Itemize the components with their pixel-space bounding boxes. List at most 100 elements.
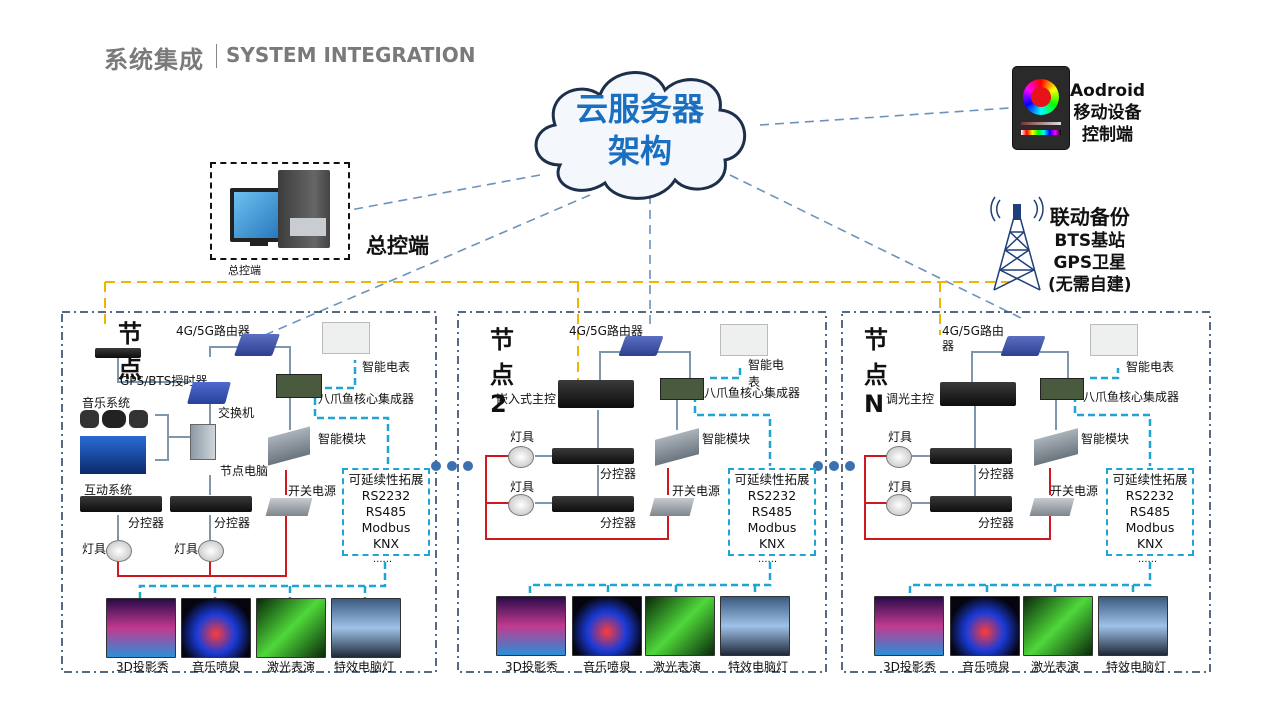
tablet-icon <box>1012 66 1070 150</box>
psu-icon <box>649 498 695 516</box>
main-controller-label: 嵌入式主控 <box>496 392 557 406</box>
sub-controller-label: 分控器 <box>978 467 1015 481</box>
show-label: 音乐喷泉 <box>192 660 241 674</box>
show-label: 激光表演 <box>267 660 316 674</box>
sub-controller-icon <box>170 496 252 512</box>
gps-timer-icon <box>95 348 141 358</box>
page-title-cn: 系统集成 <box>104 46 204 74</box>
show-thumbnail-fountain <box>950 596 1020 656</box>
ext-protocol: RS485 <box>751 504 793 519</box>
lamp-icon <box>106 540 132 562</box>
switch-icon <box>187 382 231 404</box>
ext-protocol: RS485 <box>365 504 407 519</box>
speakers-icon <box>80 410 148 428</box>
ext-ellipsis: ...... <box>758 554 778 565</box>
lamp-label: 灯具 <box>82 542 107 556</box>
lamp-icon <box>198 540 224 562</box>
cloud-label: 云服务器 架构 <box>540 88 740 172</box>
show-label: 音乐喷泉 <box>583 660 632 674</box>
lamp-icon <box>508 494 534 516</box>
router-icon <box>233 334 281 356</box>
smart-module-label: 智能模块 <box>702 432 751 446</box>
show-thumbnail-fountain <box>181 598 251 658</box>
node-title: 节点 <box>118 320 142 383</box>
ext-ellipsis: ...... <box>1138 554 1158 565</box>
main-controller-label: 调光主控 <box>886 392 935 406</box>
protocol-extension-box: 可延续性拓展 RS2232 RS485 Modbus KNX <box>342 468 430 556</box>
smart-module-label: 智能模块 <box>318 432 367 446</box>
show-label: 3D投影秀 <box>505 660 558 674</box>
node-pc-icon <box>190 424 216 460</box>
main-controller-icon <box>558 380 634 408</box>
psu-icon <box>265 498 313 516</box>
cloud-label-line1: 云服务器 <box>575 90 704 128</box>
show-thumbnail-beam <box>720 596 790 656</box>
show-thumbnail-laser <box>1023 596 1093 656</box>
backup-label: 联动备份 BTS基站 GPS卫星 (无需自建) <box>1048 204 1132 296</box>
mobile-label-line2: 移动设备 <box>1073 103 1142 123</box>
lamp-label: 灯具 <box>888 480 913 494</box>
show-thumbnail-projection <box>874 596 944 656</box>
core-hub-icon <box>1040 378 1084 400</box>
show-thumbnail-fountain <box>572 596 642 656</box>
master-label: 总控端 <box>366 234 429 258</box>
router-icon <box>618 336 664 356</box>
psu-label: 开关电源 <box>1050 484 1099 498</box>
node-pc-label: 节点电脑 <box>220 464 269 478</box>
main-controller-icon <box>940 382 1016 406</box>
ext-protocol: KNX <box>1136 536 1164 551</box>
show-label: 特效电脑灯 <box>334 660 395 674</box>
show-label: 音乐喷泉 <box>962 660 1011 674</box>
protocol-extension-box: 可延续性拓展 RS2232 RS485 Modbus KNX <box>1106 468 1194 556</box>
router-label: 4G/5G路由器 <box>942 324 1004 353</box>
smart-meter-icon <box>1090 324 1138 356</box>
show-thumbnail-projection <box>496 596 566 656</box>
mobile-label-line3: 控制端 <box>1082 125 1134 145</box>
show-label: 激光表演 <box>653 660 702 674</box>
cloud-icon <box>534 71 747 200</box>
title-divider <box>216 44 217 68</box>
lamp-label: 灯具 <box>174 542 199 556</box>
smart-meter-icon <box>322 322 370 354</box>
interactive-system-label: 互动系统 <box>84 483 133 497</box>
ext-ellipsis: ...... <box>373 554 393 565</box>
ext-protocol: RS2232 <box>1125 488 1175 503</box>
sub-controller-icon <box>930 496 1012 512</box>
show-label: 特效电脑灯 <box>728 660 789 674</box>
monitor-stand <box>250 238 268 246</box>
lamp-icon <box>886 494 912 516</box>
sub-controller-label: 分控器 <box>214 516 251 530</box>
smart-meter-label: 智能电表 <box>1126 360 1175 374</box>
show-thumbnail-laser <box>256 598 326 658</box>
router-label: 4G/5G路由器 <box>176 324 250 338</box>
ext-protocol: RS485 <box>1129 504 1171 519</box>
ext-title: 可延续性拓展 <box>348 472 424 487</box>
psu-label: 开关电源 <box>288 484 337 498</box>
node-title: 节点2 <box>490 326 514 418</box>
backup-label-line1: 联动备份 <box>1049 205 1130 229</box>
lamp-label: 灯具 <box>510 480 535 494</box>
show-label: 激光表演 <box>1031 660 1080 674</box>
sub-controller-icon <box>552 448 634 464</box>
ext-title: 可延续性拓展 <box>1112 472 1188 487</box>
lamp-icon <box>508 446 534 468</box>
psu-label: 开关电源 <box>672 484 721 498</box>
ext-protocol: KNX <box>758 536 786 551</box>
core-hub-label: 八爪鱼核心集成器 <box>1083 390 1180 404</box>
sub-controller-label: 分控器 <box>600 467 637 481</box>
core-hub-icon <box>276 374 322 398</box>
cloud-label-line2: 架构 <box>607 132 672 170</box>
mobile-label: Aodroid 移动设备 控制端 <box>1070 80 1145 146</box>
backup-label-line3: GPS卫星 <box>1053 253 1127 273</box>
lamp-label: 灯具 <box>510 430 535 444</box>
ext-protocol: Modbus <box>747 520 797 535</box>
backup-label-line2: BTS基站 <box>1054 231 1126 251</box>
backup-label-line4: (无需自建) <box>1048 275 1132 295</box>
interactive-system-image <box>80 436 146 474</box>
pc-tower-icon <box>278 170 330 248</box>
core-hub-label: 八爪鱼核心集成器 <box>318 392 415 406</box>
node-title: 节点N <box>864 326 888 418</box>
show-thumbnail-beam <box>1098 596 1168 656</box>
mobile-label-line1: Aodroid <box>1070 81 1146 101</box>
